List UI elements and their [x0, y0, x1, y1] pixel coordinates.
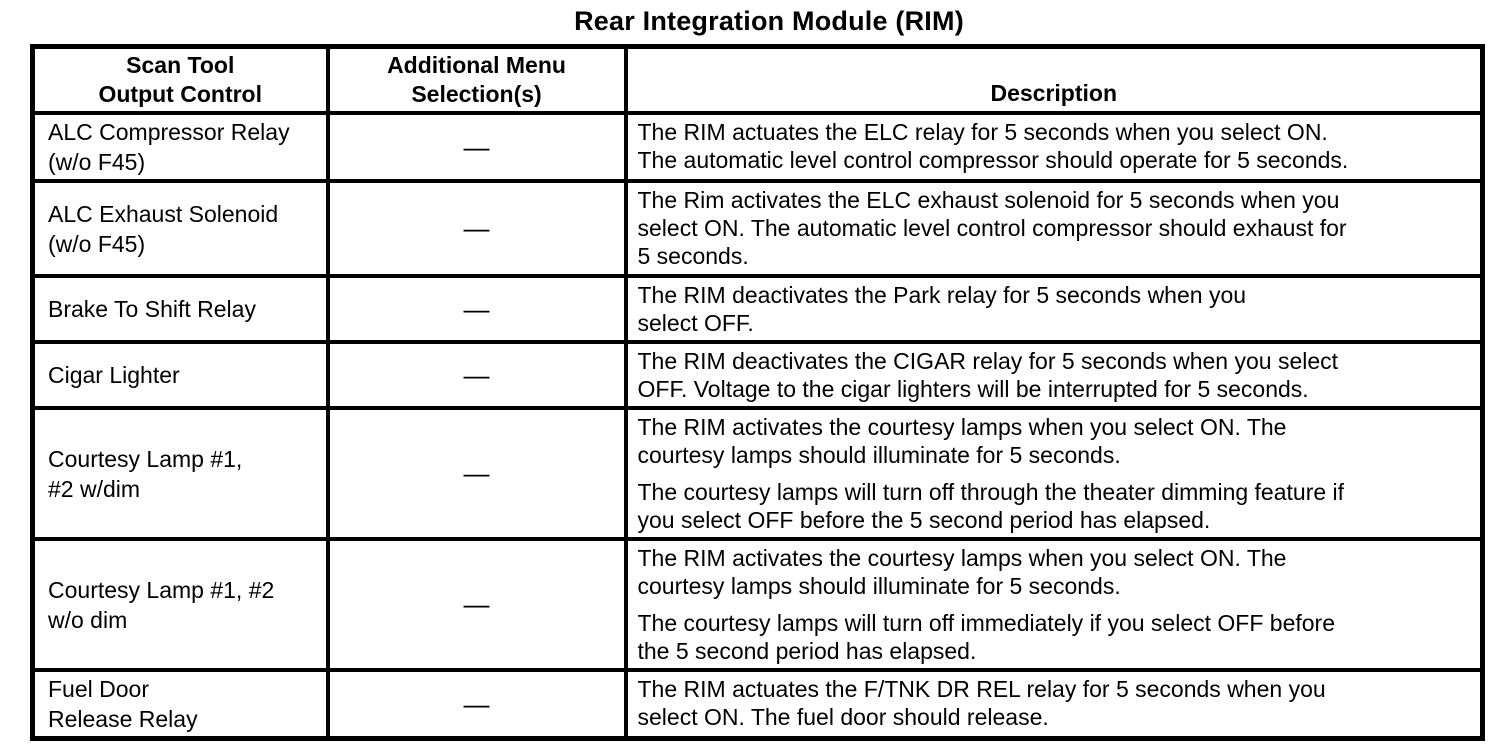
table-row-cigar-lighter: Cigar Lighter — The RIM deactivates the …	[30, 340, 1485, 410]
rim-output-control-table: Scan Tool Output Control Additional Menu…	[30, 44, 1485, 741]
menu-selection-cell: —	[325, 179, 628, 278]
menu-selection-cell: —	[325, 340, 628, 410]
output-control-cell: Brake To Shift Relay	[30, 274, 330, 344]
description-cell: The RIM deactivates the CIGAR relay for …	[623, 340, 1485, 410]
table-row-fuel-door-release-relay: Fuel Door Release Relay — The RIM actuat…	[30, 668, 1485, 741]
description-cell: The Rim activates the ELC exhaust soleno…	[623, 179, 1485, 278]
output-control-cell: ALC Exhaust Solenoid (w/o F45)	[30, 179, 330, 278]
output-control-cell: Courtesy Lamp #1, #2 w/dim	[30, 406, 330, 541]
output-control-cell: Courtesy Lamp #1, #2 w/o dim	[30, 537, 330, 672]
description-cell: The RIM deactivates the Park relay for 5…	[623, 274, 1485, 344]
description-paragraph: The Rim activates the ELC exhaust soleno…	[637, 187, 1347, 269]
column-header-additional-menu-selections: Additional Menu Selection(s)	[325, 44, 628, 115]
description-paragraph: The courtesy lamps will turn off immedia…	[637, 610, 1336, 664]
page-title: Rear Integration Module (RIM)	[574, 6, 964, 36]
menu-selection-cell: —	[325, 406, 628, 541]
menu-selection-cell: —	[325, 274, 628, 344]
description-paragraph: The RIM activates the courtesy lamps whe…	[637, 545, 1287, 599]
column-header-scan-tool-output-control: Scan Tool Output Control	[30, 44, 330, 115]
table-header-row: Scan Tool Output Control Additional Menu…	[30, 44, 1485, 115]
description-paragraph: The RIM actuates the F/TNK DR REL relay …	[637, 676, 1326, 730]
description-paragraph: The courtesy lamps will turn off through…	[637, 479, 1345, 533]
table-row-alc-exhaust-solenoid: ALC Exhaust Solenoid (w/o F45) — The Rim…	[30, 179, 1485, 278]
description-cell: The RIM actuates the ELC relay for 5 sec…	[623, 111, 1485, 183]
output-control-cell: Fuel Door Release Relay	[30, 668, 330, 741]
description-paragraph: The RIM deactivates the CIGAR relay for …	[637, 348, 1339, 402]
table-row-courtesy-lamp-wo-dim: Courtesy Lamp #1, #2 w/o dim — The RIM a…	[30, 537, 1485, 672]
menu-selection-cell: —	[325, 668, 628, 741]
output-control-cell: Cigar Lighter	[30, 340, 330, 410]
description-paragraph: The RIM actuates the ELC relay for 5 sec…	[637, 119, 1349, 173]
table-row-brake-to-shift-relay: Brake To Shift Relay — The RIM deactivat…	[30, 274, 1485, 344]
description-cell: The RIM activates the courtesy lamps whe…	[623, 537, 1485, 672]
menu-selection-cell: —	[325, 111, 628, 183]
description-paragraph: The RIM deactivates the Park relay for 5…	[637, 282, 1247, 336]
description-paragraph: The RIM activates the courtesy lamps whe…	[637, 414, 1287, 468]
description-cell: The RIM activates the courtesy lamps whe…	[623, 406, 1485, 541]
description-cell: The RIM actuates the F/TNK DR REL relay …	[623, 668, 1485, 741]
table-row-alc-compressor-relay: ALC Compressor Relay (w/o F45) — The RIM…	[30, 111, 1485, 183]
table-row-courtesy-lamp-w-dim: Courtesy Lamp #1, #2 w/dim — The RIM act…	[30, 406, 1485, 541]
output-control-cell: ALC Compressor Relay (w/o F45)	[30, 111, 330, 183]
column-header-description: Description	[623, 44, 1485, 115]
menu-selection-cell: —	[325, 537, 628, 672]
